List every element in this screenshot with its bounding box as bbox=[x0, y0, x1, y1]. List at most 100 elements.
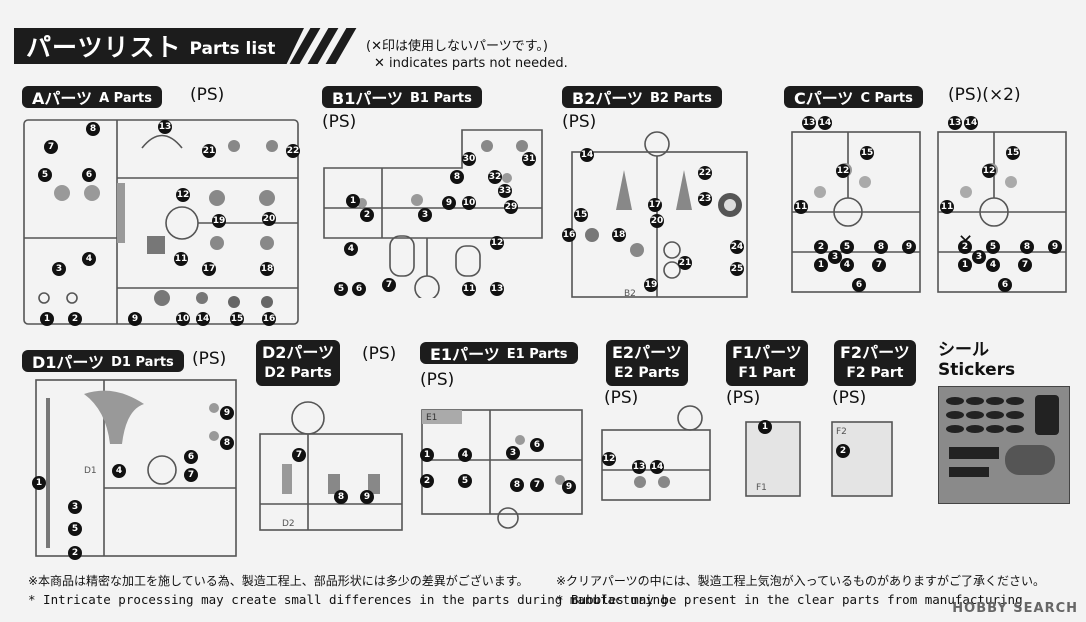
part-number-a-9: 9 bbox=[128, 312, 142, 326]
a-jp: Aパーツ bbox=[32, 89, 93, 108]
part-number-a-15: 15 bbox=[230, 312, 244, 326]
e1-jp: E1パーツ bbox=[430, 345, 500, 364]
part-number-b2-21: 21 bbox=[678, 256, 692, 270]
parts-list-banner: パーツリスト Parts list bbox=[14, 28, 304, 64]
part-number-e1-8: 8 bbox=[510, 478, 524, 492]
part-number-a-12: 12 bbox=[176, 188, 190, 202]
f2-jp: F2パーツ bbox=[840, 343, 910, 362]
b2-ps: (PS) bbox=[562, 112, 597, 132]
b1-en: B1 Parts bbox=[410, 90, 472, 106]
part-number-a-5: 5 bbox=[38, 168, 52, 182]
section-f2-label: F2パーツ F2 Part bbox=[834, 340, 916, 386]
part-number-a-1: 1 bbox=[40, 312, 54, 326]
part-number-a-11: 11 bbox=[174, 252, 188, 266]
part-number-a-21: 21 bbox=[202, 144, 216, 158]
title-jp: パーツリスト bbox=[26, 33, 182, 62]
part-number-d1-8: 8 bbox=[220, 436, 234, 450]
f1-ps: (PS) bbox=[726, 388, 761, 408]
part-number-c-13: 13 bbox=[802, 116, 816, 130]
part-number-d1-7: 7 bbox=[184, 468, 198, 482]
part-number-d1-2: 2 bbox=[68, 546, 82, 560]
part-number-c2-5: 5 bbox=[986, 240, 1000, 254]
part-number-d1-9: 9 bbox=[220, 406, 234, 420]
d2-jp: D2パーツ bbox=[262, 343, 335, 362]
sprue-d2: D2 bbox=[259, 401, 403, 531]
part-number-a-20: 20 bbox=[262, 212, 276, 226]
part-number-a-17: 17 bbox=[202, 262, 216, 276]
part-number-c-11: 11 bbox=[794, 200, 808, 214]
footer-left-jp: ※本商品は精密な加工を施している為、製造工程上、部品形状には多少の差異がございま… bbox=[28, 574, 529, 588]
sprue-b1 bbox=[323, 129, 543, 298]
part-number-b2-24: 24 bbox=[730, 240, 744, 254]
note-en: ✕ indicates parts not needed. bbox=[374, 56, 568, 71]
footer-right-en: * Bubbles may be present in the clear pa… bbox=[556, 592, 1031, 607]
part-number-e1-9: 9 bbox=[562, 480, 576, 494]
section-f1-label: F1パーツ F1 Part bbox=[726, 340, 808, 386]
section-a-label: Aパーツ A Parts bbox=[22, 86, 162, 108]
stickers-title: シール Stickers bbox=[938, 340, 1015, 380]
part-number-b1-2: 2 bbox=[360, 208, 374, 222]
c-en: C Parts bbox=[860, 90, 913, 106]
sprue-c-left bbox=[791, 131, 921, 293]
sprue-e1: E1 bbox=[421, 409, 583, 529]
f2-sprue-label: F2 bbox=[836, 427, 847, 437]
f2-en: F2 Part bbox=[846, 365, 904, 381]
part-number-e1-1: 1 bbox=[420, 448, 434, 462]
part-number-e1-2: 2 bbox=[420, 474, 434, 488]
e1-sprue-label: E1 bbox=[426, 413, 437, 423]
note-jp: (✕印は使用しないパーツです。) bbox=[366, 39, 548, 54]
part-number-a-2: 2 bbox=[68, 312, 82, 326]
part-number-e1-3: 3 bbox=[506, 446, 520, 460]
part-number-e2-13: 13 bbox=[632, 460, 646, 474]
stickers-en: Stickers bbox=[938, 360, 1016, 380]
part-number-a-13: 13 bbox=[158, 120, 172, 134]
part-number-a-6: 6 bbox=[82, 168, 96, 182]
part-number-b1-29: 29 bbox=[504, 200, 518, 214]
part-number-b2-14: 14 bbox=[580, 148, 594, 162]
sprue-a bbox=[23, 119, 299, 325]
part-number-b2-23: 23 bbox=[698, 192, 712, 206]
part-number-b1-12: 12 bbox=[490, 236, 504, 250]
footer-right-jp: ※クリアパーツの中には、製造工程上気泡が入っているものがありますがご了承ください… bbox=[556, 574, 1045, 588]
part-number-a-22: 22 bbox=[286, 144, 300, 158]
part-number-b2-15: 15 bbox=[574, 208, 588, 222]
footer-left-en: * Intricate processing may create small … bbox=[28, 592, 676, 607]
d2-ps: (PS) bbox=[362, 344, 397, 364]
d1-ps: (PS) bbox=[192, 349, 227, 369]
stickers-jp: シール bbox=[938, 340, 989, 360]
part-number-b2-18: 18 bbox=[612, 228, 626, 242]
part-number-c2-7: 7 bbox=[1018, 258, 1032, 272]
part-number-c2-14: 14 bbox=[964, 116, 978, 130]
part-number-e1-4: 4 bbox=[458, 448, 472, 462]
part-number-d1-3: 3 bbox=[68, 500, 82, 514]
part-number-c-8: 8 bbox=[874, 240, 888, 254]
part-number-c-5: 5 bbox=[840, 240, 854, 254]
part-number-c2-1: 1 bbox=[958, 258, 972, 272]
e1-ps: (PS) bbox=[420, 370, 455, 390]
section-e2-label: E2パーツ E2 Parts bbox=[606, 340, 688, 386]
part-number-b1-30: 30 bbox=[462, 152, 476, 166]
part-number-e2-12: 12 bbox=[602, 452, 616, 466]
part-number-b2-20: 20 bbox=[650, 214, 664, 228]
part-number-c2-4: 4 bbox=[986, 258, 1000, 272]
part-number-c-1: 1 bbox=[814, 258, 828, 272]
part-number-b1-33: 33 bbox=[498, 184, 512, 198]
part-number-b1-11: 11 bbox=[462, 282, 476, 296]
section-d1-label: D1パーツ D1 Parts bbox=[22, 350, 184, 372]
part-number-c2-3: 3 bbox=[972, 250, 986, 264]
sprue-f1: F1 bbox=[745, 421, 801, 497]
part-number-c-14: 14 bbox=[818, 116, 832, 130]
part-number-a-3: 3 bbox=[52, 262, 66, 276]
d1-jp: D1パーツ bbox=[32, 353, 105, 372]
f1-jp: F1パーツ bbox=[732, 343, 802, 362]
part-number-b1-13: 13 bbox=[490, 282, 504, 296]
sticker-sheet-art bbox=[946, 395, 1059, 477]
part-number-d1-5: 5 bbox=[68, 522, 82, 536]
sprue-f2: F2 bbox=[831, 421, 893, 497]
d2-en: D2 Parts bbox=[264, 365, 332, 381]
part-number-b1-6: 6 bbox=[352, 282, 366, 296]
part-number-c2-9: 9 bbox=[1048, 240, 1062, 254]
part-number-b1-3: 3 bbox=[418, 208, 432, 222]
b1-ps: (PS) bbox=[322, 112, 357, 132]
part-number-b2-25: 25 bbox=[730, 262, 744, 276]
